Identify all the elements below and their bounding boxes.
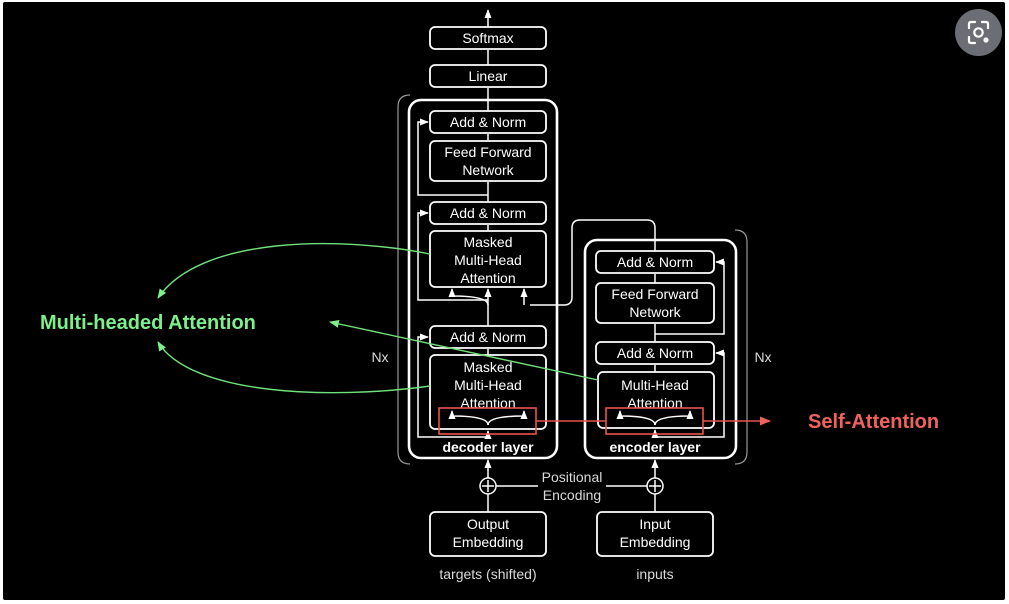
green-arrow-masked-attention [157, 341, 431, 394]
decoder-layer-container [407, 98, 559, 460]
self-attention-annotation: Self-Attention [808, 411, 939, 433]
linear-label: Linear [469, 68, 508, 84]
encoder-add-norm-bottom-label: Add & Norm [617, 345, 693, 361]
encoder-nx-brace [734, 229, 748, 465]
decoder-masked-line3: Attention [460, 395, 515, 411]
encoder-layer-container [583, 238, 738, 460]
encoder-add-norm-top-label: Add & Norm [617, 254, 693, 270]
output-embedding-line2: Embedding [453, 534, 524, 550]
softmax-label: Softmax [462, 30, 513, 46]
encoder-multi-head-attention-block [597, 371, 715, 429]
positional-encoding-line1: Positional [542, 469, 603, 485]
input-embedding-line2: Embedding [620, 534, 691, 550]
input-embedding-block [596, 511, 714, 557]
lens-button[interactable] [955, 9, 1002, 56]
decoder-nx-label: Nx [371, 349, 388, 365]
lens-icon [967, 20, 990, 45]
decoder-masked-line1: Masked [463, 359, 512, 375]
positional-encoding-line2: Encoding [543, 487, 601, 503]
decoder-add-norm-middle-label: Add & Norm [450, 205, 526, 221]
decoder-layer-label: decoder layer [442, 439, 534, 455]
decoder-ff-line1: Feed Forward [444, 144, 531, 160]
encoder-layer-label: encoder layer [609, 439, 701, 455]
decoder-ff-line2: Network [462, 162, 514, 178]
green-arrow-cross-attention [157, 242, 431, 299]
decoder-add-norm-bottom-label: Add & Norm [450, 329, 526, 345]
output-embedding-line1: Output [467, 516, 509, 532]
decoder-cross-attn-line3: Attention [460, 270, 515, 286]
decoder-nx-brace [397, 94, 411, 465]
decoder-cross-attn-line2: Multi-Head [454, 252, 522, 268]
encoder-attn-line1: Multi-Head [621, 377, 689, 393]
encoder-nx-label: Nx [754, 349, 771, 365]
output-embedding-block [429, 511, 547, 557]
input-embedding-line1: Input [639, 516, 670, 532]
multi-headed-attention-annotation: Multi-headed Attention [40, 312, 256, 334]
inputs-label: inputs [636, 566, 673, 582]
targets-shifted-label: targets (shifted) [439, 566, 536, 582]
encoder-ff-line2: Network [629, 304, 681, 320]
decoder-masked-line2: Multi-Head [454, 377, 522, 393]
encoder-ff-line1: Feed Forward [611, 286, 698, 302]
diagram-canvas [3, 2, 1005, 600]
decoder-cross-attn-line1: Masked [463, 234, 512, 250]
encoder-attn-line2: Attention [627, 395, 682, 411]
green-arrow-encoder-attention [329, 320, 599, 381]
decoder-add-norm-top-label: Add & Norm [450, 114, 526, 130]
